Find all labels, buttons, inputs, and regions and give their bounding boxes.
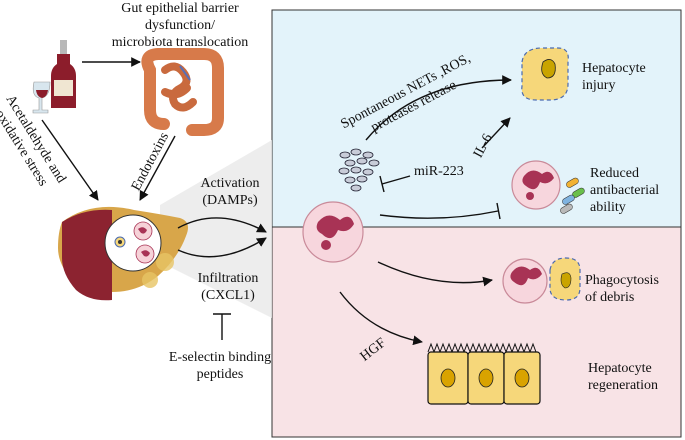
arrow-phagocytosis <box>377 261 493 287</box>
arrow-to-injury <box>365 75 512 141</box>
hepatocyte-injury-line2: injury <box>582 78 616 93</box>
phago-line2: of debris <box>585 290 635 305</box>
regen-line2: regeneration <box>588 378 658 393</box>
activation-line2: (DAMPs) <box>202 193 258 208</box>
gut-label: Gut epithelial barrier dysfunction/ micr… <box>95 0 265 51</box>
reduced-line2: antibacterial <box>590 183 660 198</box>
regen-line1: Hepatocyte <box>588 361 652 376</box>
regen-label: Hepatocyte regeneration <box>588 360 658 394</box>
hepatocyte-injury-line1: Hepatocyte <box>582 61 646 76</box>
mir223-label: miR-223 <box>414 164 464 179</box>
gut-label-line1: Gut epithelial barrier <box>121 1 239 16</box>
arrow-infiltration <box>177 237 267 258</box>
arrow-hgf <box>339 291 423 346</box>
intestine-icon <box>141 48 224 136</box>
central-neutrophil <box>302 201 364 263</box>
gut-label-line2: dysfunction/ <box>145 18 215 33</box>
zoom-cone <box>160 140 272 318</box>
activation-line1: Activation <box>200 176 260 191</box>
hepatocyte-injury-label: Hepatocyte injury <box>582 60 646 94</box>
zoom-circle <box>104 214 162 272</box>
eselectin-line2: peptides <box>196 367 244 382</box>
eselectin-label: E-selectin binding peptides <box>145 349 295 383</box>
reduced-label: Reduced antibacterial ability <box>590 165 659 216</box>
nets-cluster <box>338 148 380 192</box>
top-panel <box>271 9 682 228</box>
phago-label: Phagocytosis of debris <box>585 272 659 306</box>
hepatocyte-injury-icon <box>521 47 569 101</box>
arrow-activation <box>177 217 267 233</box>
activation-label: Activation (DAMPs) <box>190 175 270 209</box>
reduced-line1: Reduced <box>590 166 639 181</box>
wine-icon <box>32 40 76 114</box>
arrow-alcohol-to-liver <box>41 119 99 201</box>
neutrophil-bacteria-icon <box>511 160 585 214</box>
gut-label-line3: microbiota translocation <box>111 35 249 50</box>
eselectin-line1: E-selectin binding <box>168 350 272 365</box>
inhibit-reduced-bar <box>496 202 501 220</box>
reduced-line3: ability <box>590 200 626 215</box>
arrow-gut-to-liver <box>139 135 176 201</box>
arrow-il6 <box>481 117 511 149</box>
infiltration-line2: (CXCL1) <box>201 288 255 303</box>
inhibit-mir223-nets-bar <box>379 175 385 193</box>
hepatocyte-row-icon <box>427 342 541 405</box>
phago-line1: Phagocytosis <box>585 273 659 288</box>
inhibit-mir223-nets <box>381 175 411 185</box>
phagocytosis-icon <box>502 257 581 304</box>
infiltration-line1: Infiltration <box>197 271 259 286</box>
inhibit-reduced <box>379 210 499 219</box>
infiltration-label: Infiltration (CXCL1) <box>188 270 268 304</box>
